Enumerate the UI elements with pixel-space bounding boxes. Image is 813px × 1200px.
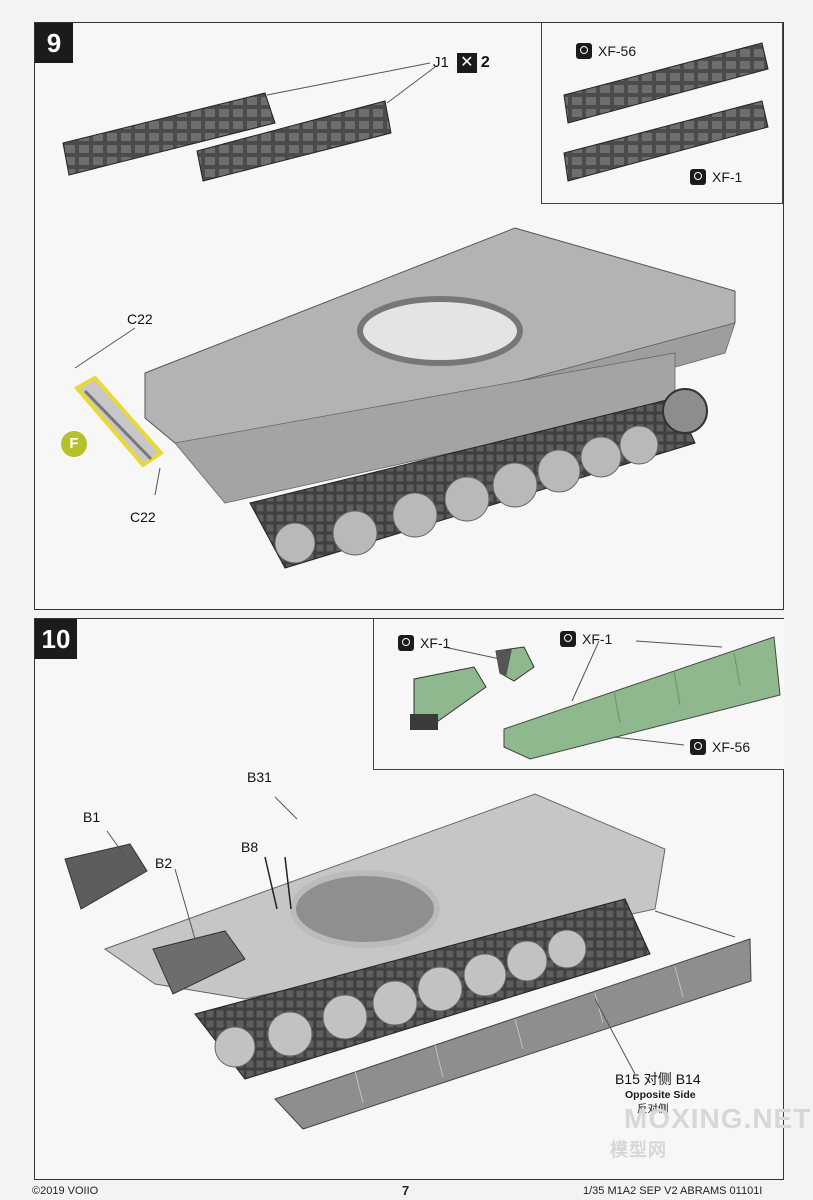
track-link-j1-left [62,92,276,176]
paint-callout-xf56: XF-56 [690,739,750,755]
turret-ring [357,296,523,366]
step-9-illustration [62,62,736,569]
step-10-number: 10 [35,619,77,659]
green-side-skirt [503,636,781,760]
part-b1-shape [64,843,148,910]
side-skirt [274,938,752,1130]
opposite-side-label-cn: 反对侧 [637,1103,669,1115]
paint-icon [560,631,576,647]
opposite-side-label-en: Opposite Side [625,1089,696,1101]
paint-icon [398,635,414,651]
paint-icon [576,43,592,59]
paint-icon [690,169,706,185]
step-9-panel: 9 [34,22,784,610]
footer-copyright: ©2019 VOIIO [32,1185,99,1197]
step-9-paint-inset: XF-56 XF-1 [541,23,783,204]
footer-product: 1/35 M1A2 SEP V2 ABRAMS 01101I [583,1185,763,1197]
watermark-moxing-cn: 模型网 [610,1140,667,1160]
highlighted-part-f [73,375,165,468]
times-icon: ✕ [456,53,477,73]
paint-callout-xf1-left: XF-1 [398,635,450,651]
drive-sprocket [662,388,708,434]
subassembly-badge-f: F [61,431,87,457]
step-9-number: 9 [35,23,73,63]
part-label-b31: B31 [247,769,272,785]
turret-ring [290,870,440,948]
part-label-j1: J1✕2 [433,53,490,73]
step-10-panel: 10 B31 B1 B2 B8 B15 对侧 B14 O [34,618,784,1180]
part-label-b1: B1 [83,809,101,825]
part-label-b15-b14: B15 对侧 B14 [615,1071,701,1087]
step-10-paint-inset: XF-1 XF-1 XF-56 [373,619,784,770]
paint-icon [690,739,706,755]
inset-green-parts [410,636,781,760]
track-link-j1-right [196,100,392,182]
footer-page-number: 7 [402,1183,410,1198]
paint-callout-xf1-right: XF-1 [560,631,612,647]
part-label-b2: B2 [155,855,173,871]
watermark-moxing: MOXING.NET [624,1103,812,1134]
part-label-b8: B8 [241,839,259,855]
part-label-c22-top: C22 [127,311,153,327]
paint-callout-xf56: XF-56 [576,43,636,59]
inset-track-illustration [563,42,769,182]
part-label-c22-bottom: C22 [130,509,156,525]
part-b2-shape [152,930,246,995]
paint-callout-xf1: XF-1 [690,169,742,185]
step-10-illustration [64,793,752,1130]
